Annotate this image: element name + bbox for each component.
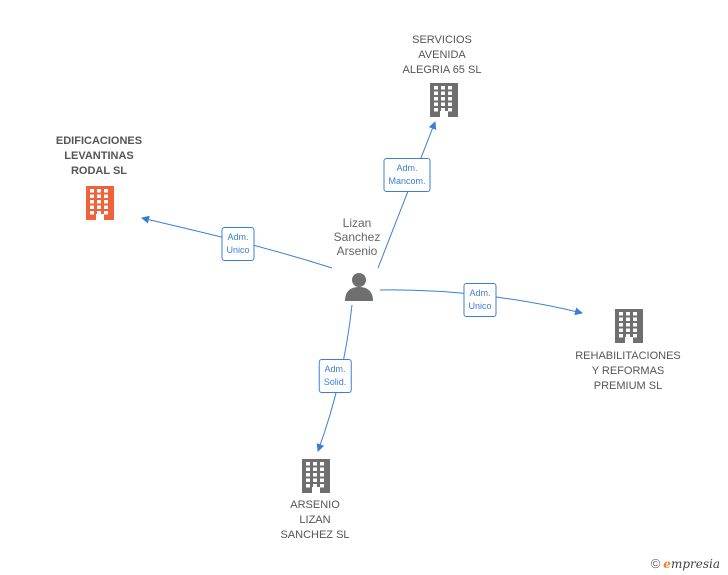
empresia-logo: empresia (663, 557, 720, 571)
company-name-line: LEVANTINAS (64, 150, 134, 162)
company-name-line: ALEGRIA 65 SL (402, 64, 482, 76)
relation-label-line: Adm. (469, 288, 491, 298)
building-shape (86, 186, 114, 220)
company-name-line: ARSENIO (290, 499, 340, 511)
company-name-line: Y REFORMAS (591, 365, 665, 377)
company-name-arsenio[interactable]: ARSENIO LIZAN SANCHEZ SL (280, 498, 349, 543)
building-shape (615, 309, 643, 343)
person-icon[interactable] (344, 271, 374, 301)
building-icon[interactable] (86, 186, 114, 225)
company-name-line: RODAL SL (70, 165, 128, 177)
company-name-line: AVENIDA (418, 49, 466, 61)
building-shape (430, 83, 458, 117)
relation-badge-arsenio[interactable]: Adm. Solid. (318, 359, 352, 393)
relation-badge-servicios[interactable]: Adm. Mancom. (383, 158, 431, 192)
logo-rest: mpresia (670, 556, 720, 571)
company-name-line: SANCHEZ SL (280, 529, 350, 541)
relation-badge-edificaciones[interactable]: Adm. Unico (221, 227, 255, 261)
building-icon[interactable] (430, 83, 458, 122)
relation-label-line: Unico (226, 245, 250, 255)
relation-label-line: Solid. (323, 377, 347, 387)
building-icon[interactable] (302, 459, 330, 498)
company-name-servicios[interactable]: SERVICIOS AVENIDA ALEGRIA 65 SL (403, 33, 482, 78)
edge-servicios (377, 121, 437, 269)
relation-badge-rehabilitaciones[interactable]: Adm. Unico (463, 283, 497, 317)
company-name-line: REHABILITACIONES (575, 350, 681, 362)
relation-label-line: Unico (468, 301, 492, 311)
center-name-line-1: Lizan (342, 216, 372, 230)
logo-initial: e (663, 556, 671, 571)
relation-label-line: Mancom. (388, 176, 426, 186)
center-name-line-2: Sanchez (333, 230, 381, 244)
center-person-name[interactable]: Lizan Sanchez Arsenio (334, 216, 381, 258)
company-name-edificaciones[interactable]: EDIFICACIONES LEVANTINAS RODAL SL (56, 134, 142, 179)
company-name-line: EDIFICACIONES (55, 135, 143, 147)
center-name-line-3: Arsenio (336, 244, 378, 258)
copyright-icon: © (650, 556, 661, 571)
company-name-rehabilitaciones[interactable]: REHABILITACIONES Y REFORMAS PREMIUM SL (575, 349, 681, 394)
building-icon[interactable] (615, 309, 643, 348)
company-name-line: PREMIUM SL (593, 380, 663, 392)
relation-label-line: Adm. (396, 163, 418, 173)
footer-brand[interactable]: © empresia (651, 556, 720, 571)
building-shape (302, 459, 330, 493)
relation-label-line: Adm. (324, 364, 346, 374)
relation-label-line: Adm. (227, 232, 249, 242)
company-name-line: LIZAN (299, 514, 331, 526)
company-name-line: SERVICIOS (412, 34, 472, 46)
